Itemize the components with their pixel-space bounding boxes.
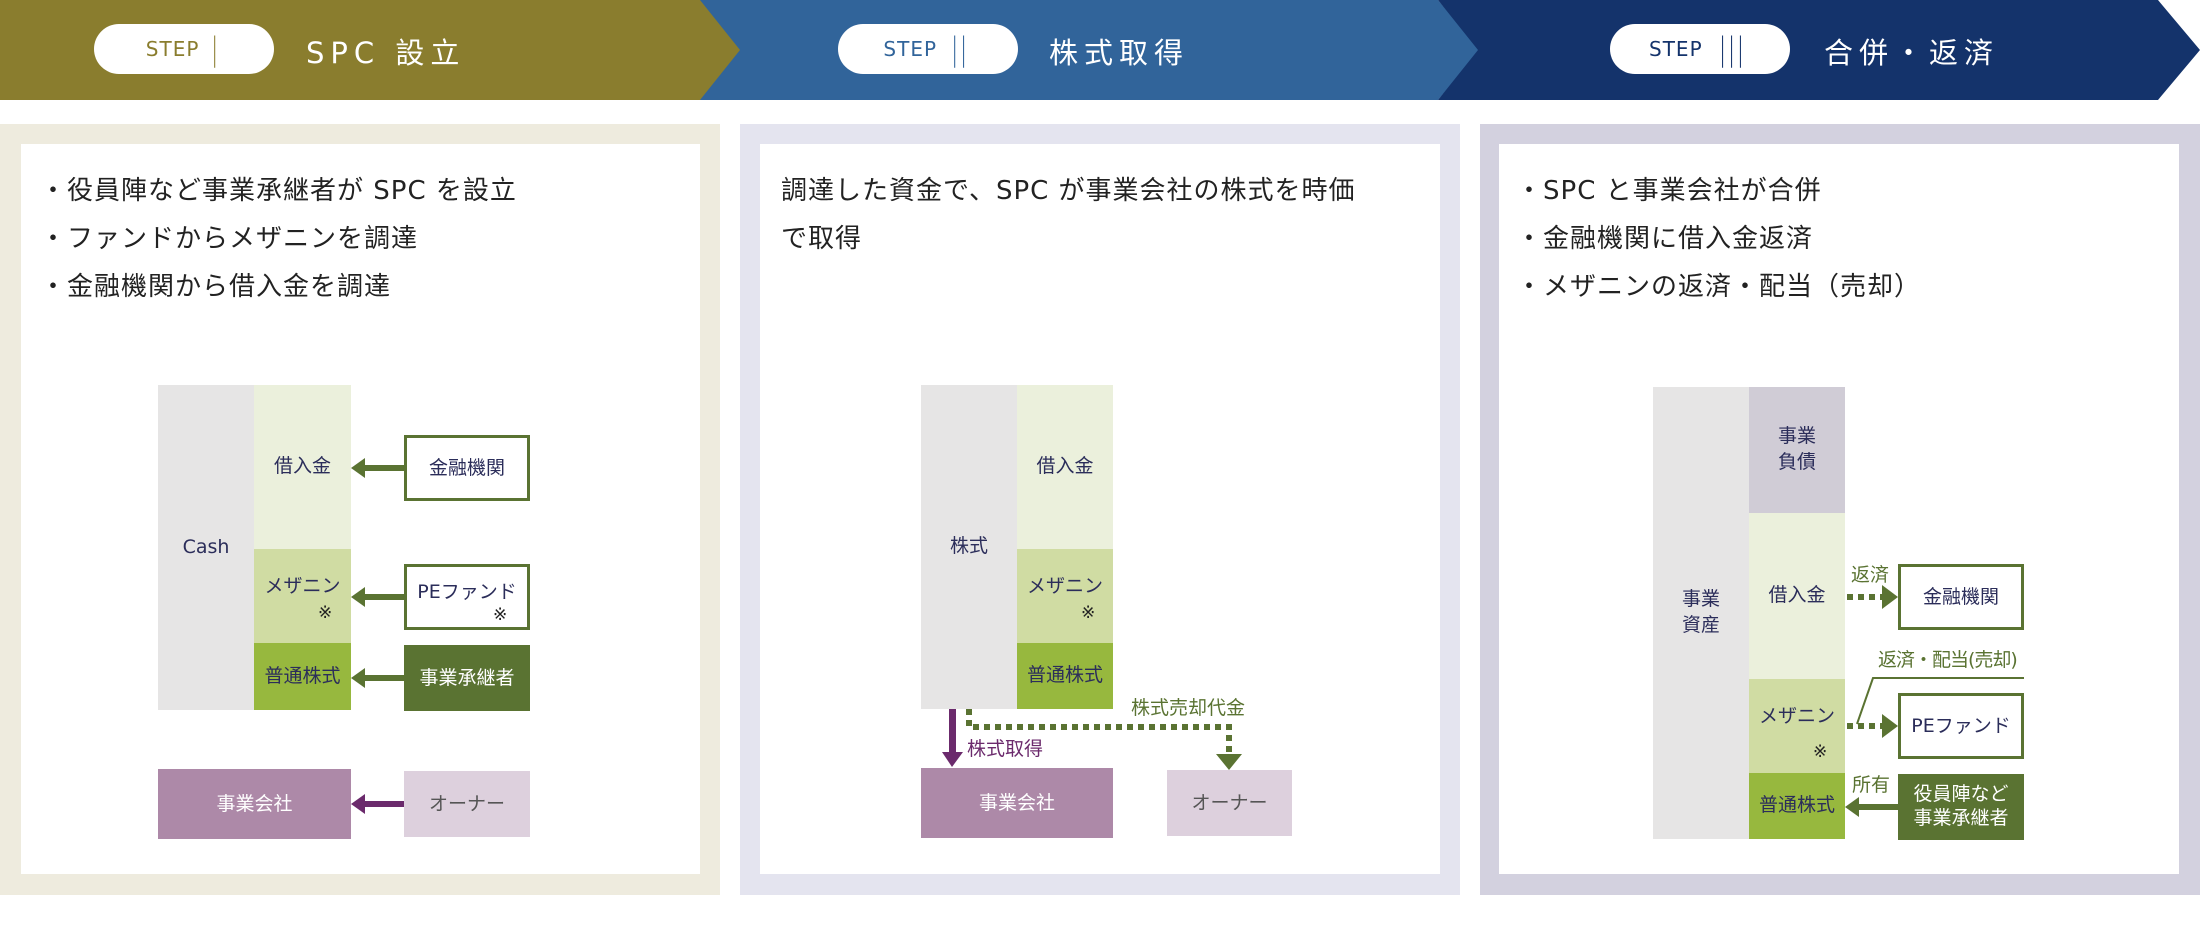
repay-dividend-label: 返済・配当(売却) (1878, 649, 2018, 671)
step2-band (700, 0, 1480, 100)
description-line: 調達した資金で、SPC が事業会社の株式を時価 (781, 176, 1356, 206)
bank-box: 金融機関 (404, 435, 530, 501)
step1-pill: STEP | (94, 24, 274, 74)
bullet: ・SPC と事業会社が合併 (1516, 176, 1822, 206)
acquire-label: 株式取得 (967, 738, 1044, 760)
arrow-sale-proceeds (966, 709, 1242, 770)
bank-box: 金融機関 (1898, 564, 2024, 630)
stock-column: 株式 (921, 385, 1017, 709)
step3-title: 合併・返済 (1824, 36, 2000, 70)
arrow-owner-to-company (351, 794, 404, 814)
step2-pill: STEP || (838, 24, 1018, 74)
mezzanine-block: メザニン (254, 549, 351, 643)
loan-block: 借入金 (254, 385, 351, 549)
description-line: で取得 (781, 224, 863, 254)
ownership-label: 所有 (1852, 774, 1891, 796)
common-stock-block: 普通株式 (1017, 643, 1113, 709)
owner-box: オーナー (1167, 770, 1292, 836)
bullet: ・ファンドからメザニンを調達 (40, 224, 419, 254)
panel1-content (21, 144, 700, 874)
company-box: 事業会社 (921, 768, 1113, 838)
management-box: 役員陣など事業承継者 (1898, 774, 2024, 840)
step-label: STEP (883, 37, 938, 61)
repay-label: 返済 (1851, 564, 1890, 586)
step3-band (1438, 0, 2200, 100)
arrow-stock-acquisition (942, 709, 963, 767)
note-mark: ※ (1081, 603, 1096, 623)
step-numeral: | (211, 30, 221, 68)
bullet: ・金融機関から借入金を調達 (40, 272, 392, 302)
loan-block: 借入金 (1749, 513, 1845, 679)
bullet: ・メザニンの返済・配当（売却） (1516, 272, 1922, 302)
common-stock-block: 普通株式 (1749, 773, 1845, 839)
arrow-loan-repay (1847, 585, 1898, 609)
arrow-successor-to-common (351, 668, 404, 688)
arrow-mezzanine-repay (1847, 677, 2024, 738)
mezzanine-block: メザニン (1017, 549, 1113, 643)
pe-fund-box: PEファンド (1898, 693, 2024, 759)
loan-block: 借入金 (1017, 385, 1113, 549)
step-label: STEP (145, 37, 200, 61)
assets-column: 事業資産 (1653, 387, 1749, 839)
step-numeral: || (950, 30, 969, 68)
bullet: ・金融機関に借入金返済 (1516, 224, 1814, 254)
cash-column: Cash (158, 385, 254, 710)
note-mark: ※ (493, 605, 508, 625)
successor-box: 事業承継者 (404, 645, 530, 711)
arrow-ownership (1845, 797, 1898, 817)
owner-box: オーナー (404, 771, 530, 837)
proceeds-label: 株式売却代金 (1131, 697, 1246, 719)
arrow-pe-to-mezzanine (351, 587, 404, 607)
step2-title: 株式取得 (1049, 36, 1190, 70)
step1-title: SPC 設立 (306, 36, 466, 70)
step3-pill: STEP ||| (1610, 24, 1790, 74)
pe-fund-box: PEファンド (404, 564, 530, 630)
mezzanine-block: メザニン (1749, 679, 1845, 773)
step-label: STEP (1649, 37, 1703, 61)
note-mark: ※ (318, 603, 333, 623)
liabilities-block: 事業負債 (1749, 387, 1845, 513)
note-mark: ※ (1813, 742, 1828, 762)
step-numeral: ||| (1718, 30, 1746, 68)
common-stock-block: 普通株式 (254, 643, 351, 710)
arrow-bank-to-loan (351, 458, 404, 478)
bullet: ・役員陣など事業承継者が SPC を設立 (40, 176, 517, 206)
company-box: 事業会社 (158, 769, 351, 839)
